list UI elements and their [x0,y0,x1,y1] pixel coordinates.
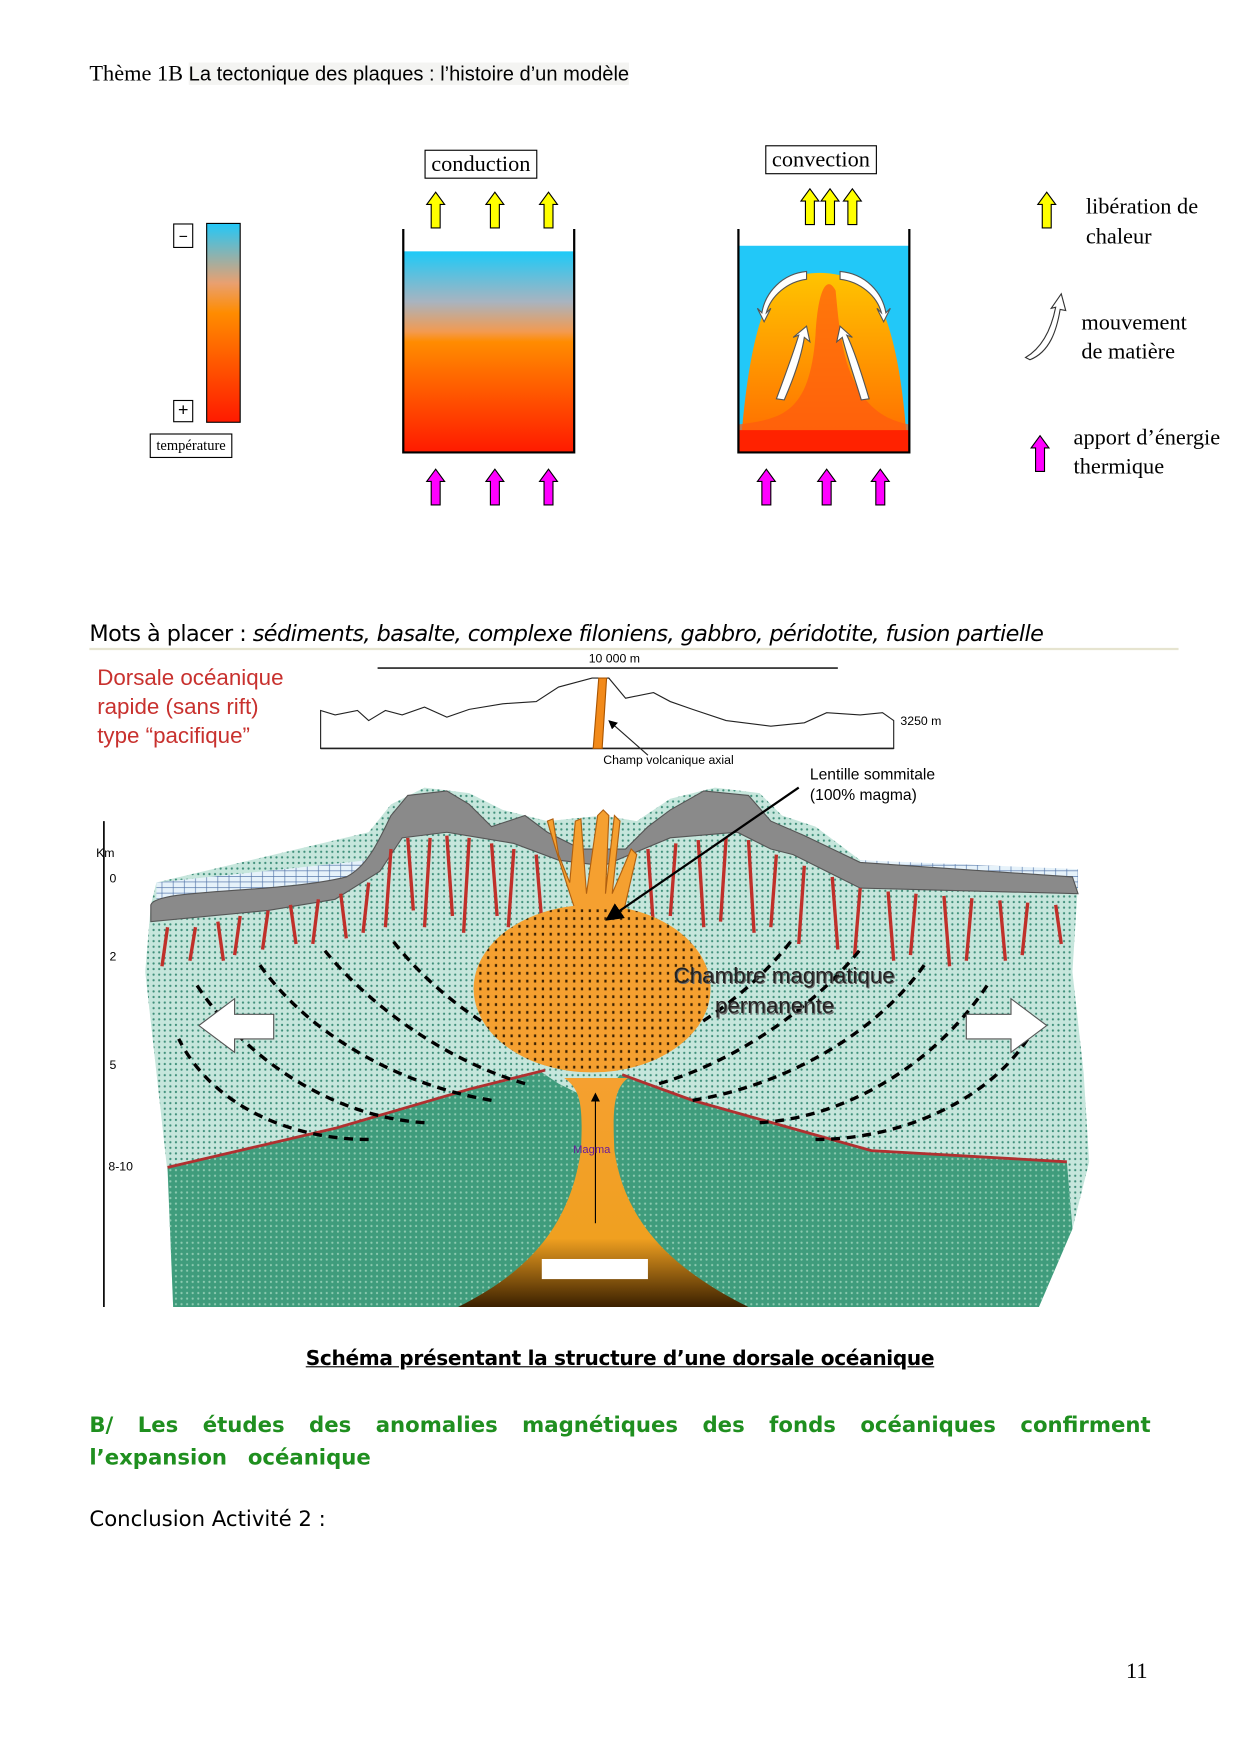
temperature-scale-bar [206,222,241,423]
axis-tick: 8-10 [108,1160,133,1175]
legend-text: de matière [1081,339,1176,365]
words-to-place: Mots à placer : sédiments, basalte, comp… [89,620,1044,647]
theme-label: Thème 1B [89,61,184,87]
legend-text: thermique [1073,454,1165,480]
legend-thermal-energy: apport d’énergie thermique [1073,423,1221,480]
thermal-energy-arrows [425,435,1050,506]
lens-label-line: (100% magma) [809,785,917,804]
legend-text: apport d’énergie [1073,425,1221,451]
ridge-title-line: Dorsale océanique [97,665,284,691]
ridge-title-line: rapide (sans rift) [97,694,259,720]
legend-heat-release: libération de chaleur [1086,192,1198,252]
legend-text: libération de [1085,194,1199,219]
ridge-title-line: type “pacifique” [97,723,250,749]
conduction-beaker [402,229,576,454]
theme-title: La tectonique des plaques : l’histoire d… [188,62,630,85]
conduction-label: conduction [424,149,538,179]
convection-label: convection [765,145,877,175]
ridge-cross-section [103,786,1090,1308]
page-header: Thème 1B La tectonique des plaques : l’h… [89,61,630,87]
magma-label: Magma [573,1143,611,1157]
section-b-heading: B/ Les études des anomalies magnétiques … [89,1413,1151,1471]
chamber-label: Chambre magmatique permanente [674,962,895,1022]
page-number: 11 [1126,1658,1148,1684]
words-list: sédiments, basalte, complexe filoniens, … [252,620,1044,647]
profile-annotation: Champ volcanique axial [603,754,734,768]
lens-label: Lentille sommitale (100% magma) [810,764,935,804]
spreading-arrow-right [965,997,1048,1054]
lens-label-line: Lentille sommitale [809,765,936,784]
scale-plus-label: + [173,399,194,423]
legend-text: mouvement [1081,310,1187,336]
profile-depth-label: 3250 m [900,714,942,729]
dikes [160,835,1063,967]
blank-label-box [541,1258,648,1280]
axis-tick: 2 [109,950,117,965]
profile-scale-label: 10 000 m [588,652,640,666]
legend-text: chaleur [1085,224,1152,250]
temperature-label: température [149,433,233,459]
heat-release-arrows [425,188,1057,229]
convection-flow-arrows [756,270,891,401]
chamber-label-line: permanente [714,994,835,1019]
curved-white-arrow-icon [1024,292,1067,361]
scale-minus-label: − [173,223,194,249]
magma-conduit [458,1078,749,1308]
words-label: Mots à placer : [89,620,247,647]
axis-unit: Km [96,846,115,861]
axis-tick: 5 [109,1059,117,1073]
axis-tick: 0 [109,872,117,886]
spreading-arrow-left [197,997,275,1054]
chamber-label-line: Chambre magmatique [673,964,895,989]
caption-text: Schéma présentant la structure d’une dor… [305,1347,935,1371]
ridge-profile [320,667,895,756]
magma-veins [546,809,638,928]
legend-matter-movement: mouvement de matière [1081,308,1186,366]
figure-caption: Schéma présentant la structure d’une dor… [0,1347,1240,1370]
ridge-title: Dorsale océanique rapide (sans rift) typ… [97,664,283,751]
conclusion-label: Conclusion Activité 2 : [89,1506,326,1532]
convection-beaker [737,229,911,454]
magma-chamber [473,904,711,1073]
